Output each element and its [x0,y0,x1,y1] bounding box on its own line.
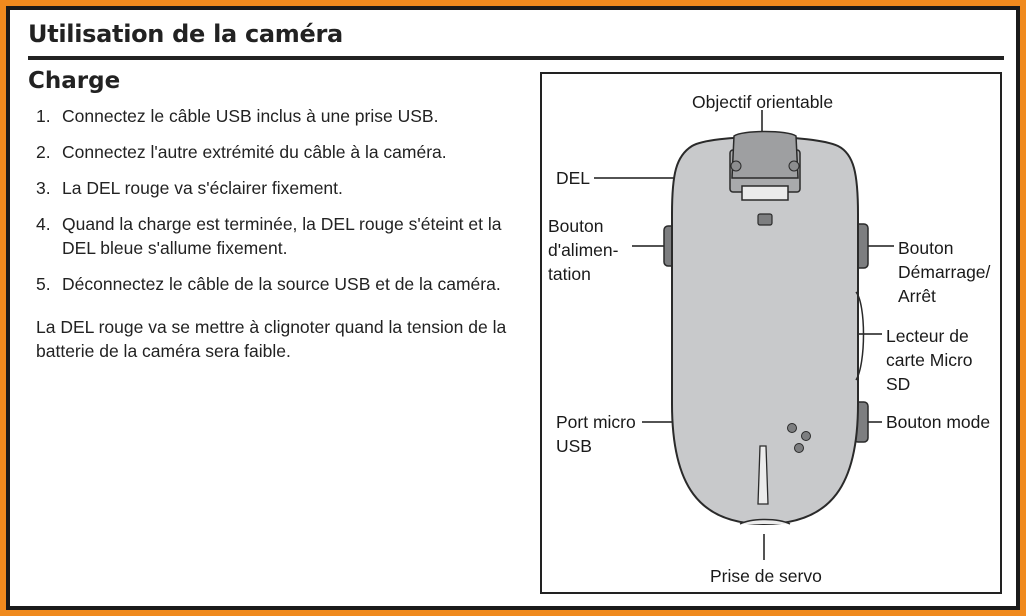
step-text: Quand la charge est terminée, la DEL rou… [62,214,502,258]
startstop-label: Bouton Démarrage/ Arrêt [898,238,991,306]
step-text: La DEL rouge va s'éclairer fixement. [62,178,343,198]
power-label: Bouton d'alimen- tation [548,216,619,284]
step-number: 1. [36,106,51,126]
lens-hinge [741,185,789,201]
sd-slot [855,291,865,381]
camera-body [671,136,859,526]
micro-usb-port [757,445,769,505]
step-item: 2. Connectez l'autre extrémité du câble à… [36,140,516,164]
page-title: Utilisation de la caméra [28,20,343,48]
lens-pivot-right [788,160,800,172]
step-text: Connectez l'autre extrémité du câble à l… [62,142,447,162]
step-number: 5. [36,274,51,294]
mode-label: Bouton mode [886,412,991,432]
lens-head [731,130,799,179]
lens-pivot-left [730,160,742,172]
step-number: 3. [36,178,51,198]
title-divider [28,56,1004,60]
sdcard-label: Lecteur de carte Micro SD [886,326,973,394]
step-text: Connectez le câble USB inclus à une pris… [62,106,439,126]
led-light [757,213,773,226]
steps-list: 1. Connectez le câble USB inclus à une pr… [36,104,516,308]
step-item: 1. Connectez le câble USB inclus à une pr… [36,104,516,128]
page: Utilisation de la caméra Charge 1. Connec… [6,6,1020,610]
section-title: Charge [28,68,121,94]
step-item: 4. Quand la charge est terminée, la DEL r… [36,212,516,260]
speaker-hole [794,443,804,453]
lens-label: Objectif orientable [692,92,834,112]
speaker-hole [801,431,811,441]
speaker-hole [787,423,797,433]
usb-label: Port micro USB [556,412,636,456]
battery-note: La DEL rouge va se mettre à clignoter qu… [36,317,507,361]
step-item: 5. Déconnectez le câble de la source USB … [36,272,516,296]
step-number: 2. [36,142,51,162]
step-text: Déconnectez le câble de la source USB et… [62,274,501,294]
camera-illustration [594,110,894,560]
step-number: 4. [36,214,51,234]
servo-label: Prise de servo [710,566,822,586]
led-label: DEL [556,168,591,188]
camera-diagram: Objectif orientable DEL Bouton d'alimen-… [540,72,1002,594]
servo-port [739,518,791,525]
step-item: 3. La DEL rouge va s'éclairer fixement. [36,176,516,200]
